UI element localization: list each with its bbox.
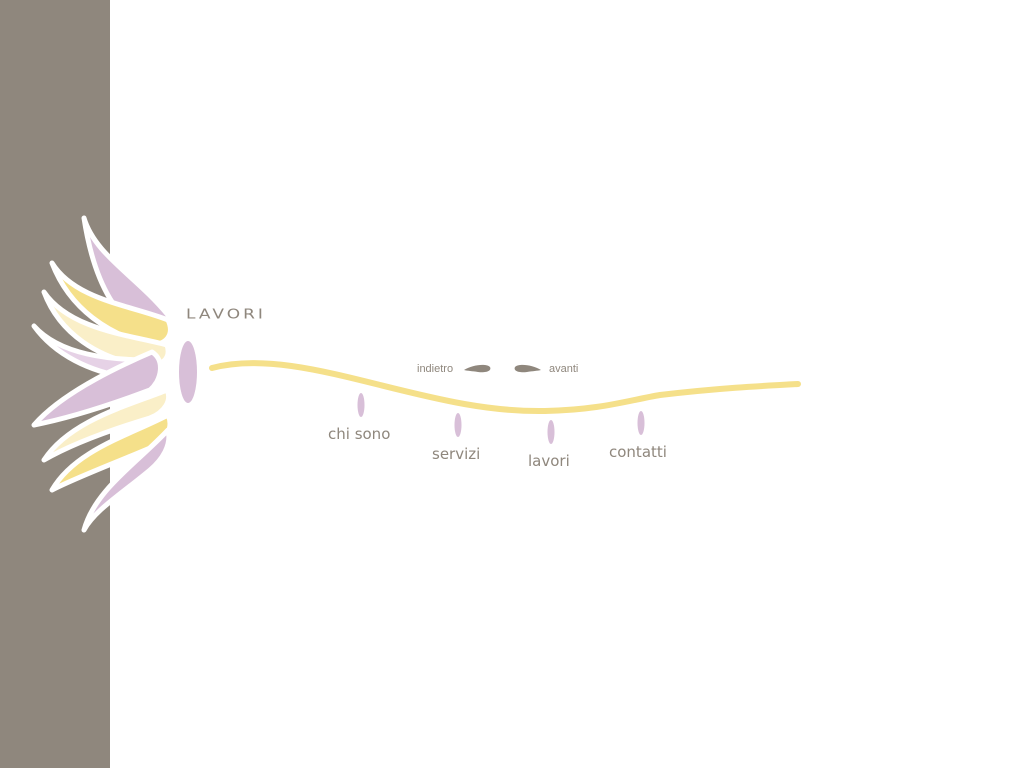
petal-upper-cream (41, 289, 171, 369)
back-link[interactable]: indietro (417, 363, 454, 375)
flower-logo-icon (31, 215, 173, 533)
nav-marker-lavori-icon (547, 420, 555, 444)
nav-link-contatti[interactable]: contatti (609, 443, 667, 461)
forward-link[interactable]: avanti (549, 363, 579, 375)
back-arrow-icon[interactable] (464, 364, 491, 373)
nav-link-lavori[interactable]: lavori (528, 452, 570, 470)
flower-seed-icon (179, 341, 197, 403)
nav-link-servizi[interactable]: servizi (432, 445, 481, 463)
petal-bottom-lilac (81, 427, 172, 533)
nav-marker-chi-sono-icon (357, 393, 365, 417)
petal-middle-lilac (31, 349, 163, 428)
petal-upper-yellow (49, 260, 173, 348)
nav-link-chi-sono[interactable]: chi sono (328, 425, 391, 443)
forward-arrow-icon[interactable] (514, 364, 541, 373)
nav-marker-contatti-icon (637, 411, 645, 435)
stem-line (209, 360, 801, 415)
page-title: LAVORI (186, 307, 266, 323)
petal-lower-cream (41, 387, 172, 463)
nav-marker-servizi-icon (454, 413, 462, 437)
